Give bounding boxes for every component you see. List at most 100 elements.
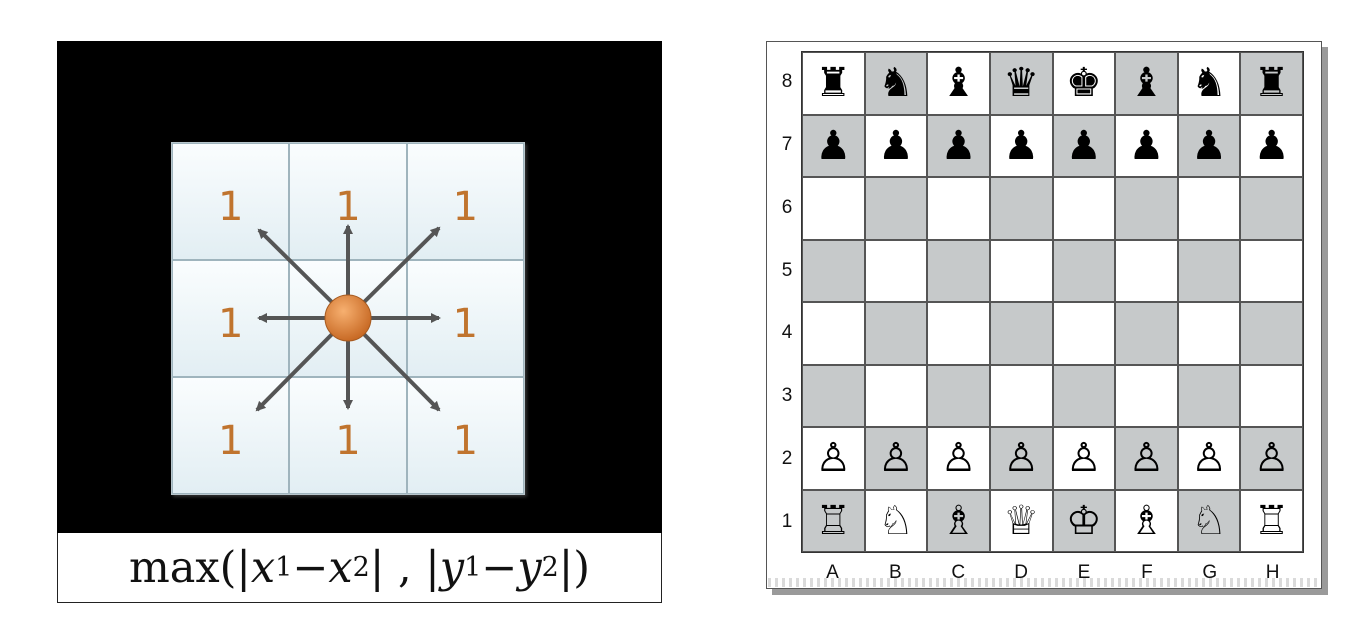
- square-e2[interactable]: ♙: [1052, 427, 1116, 490]
- square-f1[interactable]: ♗: [1115, 489, 1178, 552]
- square-a2[interactable]: ♙: [802, 427, 865, 490]
- square-a4[interactable]: [802, 302, 865, 365]
- chess-piece[interactable]: ♟: [1065, 122, 1102, 169]
- chess-piece[interactable]: ♟: [1253, 122, 1290, 169]
- square-b5[interactable]: [864, 239, 928, 302]
- chess-piece[interactable]: ♚: [1065, 60, 1102, 107]
- square-h1[interactable]: ♖: [1240, 489, 1303, 552]
- square-e4[interactable]: [1052, 302, 1116, 365]
- square-g4[interactable]: [1177, 302, 1241, 365]
- chess-piece[interactable]: ♙: [815, 435, 852, 482]
- chess-piece[interactable]: ♟: [1003, 122, 1040, 169]
- square-g7[interactable]: ♟: [1177, 114, 1241, 177]
- square-c6[interactable]: [927, 177, 990, 240]
- square-d3[interactable]: [989, 364, 1053, 427]
- square-b7[interactable]: ♟: [864, 114, 928, 177]
- square-g1[interactable]: ♘: [1177, 489, 1241, 552]
- chess-piece[interactable]: ♝: [940, 60, 977, 107]
- square-h8[interactable]: ♜: [1240, 52, 1303, 115]
- chess-piece[interactable]: ♜: [1253, 60, 1290, 107]
- square-c1[interactable]: ♗: [927, 489, 990, 552]
- chess-piece[interactable]: ♞: [878, 60, 914, 107]
- square-f8[interactable]: ♝: [1115, 52, 1178, 115]
- square-d6[interactable]: [989, 177, 1053, 240]
- chess-piece[interactable]: ♙: [1191, 435, 1227, 482]
- square-g6[interactable]: [1177, 177, 1241, 240]
- chess-piece[interactable]: ♜: [815, 60, 852, 107]
- square-g5[interactable]: [1177, 239, 1241, 302]
- square-d8[interactable]: ♛: [989, 52, 1053, 115]
- square-b8[interactable]: ♞: [864, 52, 928, 115]
- square-a6[interactable]: [802, 177, 865, 240]
- square-d2[interactable]: ♙: [989, 427, 1053, 490]
- square-b6[interactable]: [864, 177, 928, 240]
- chess-piece[interactable]: ♗: [1128, 497, 1165, 544]
- file-label: A: [826, 562, 839, 583]
- chess-piece[interactable]: ♗: [940, 497, 977, 544]
- square-c8[interactable]: ♝: [927, 52, 990, 115]
- square-g8[interactable]: ♞: [1177, 52, 1241, 115]
- square-g3[interactable]: [1177, 364, 1241, 427]
- chess-piece[interactable]: ♟: [815, 122, 852, 169]
- chess-piece[interactable]: ♘: [878, 497, 914, 544]
- chess-piece[interactable]: ♖: [815, 497, 852, 544]
- square-h7[interactable]: ♟: [1240, 114, 1303, 177]
- chess-piece[interactable]: ♞: [1191, 60, 1227, 107]
- square-a5[interactable]: [802, 239, 865, 302]
- chess-piece[interactable]: ♟: [1128, 122, 1165, 169]
- chess-piece[interactable]: ♘: [1191, 497, 1227, 544]
- grid-cell: 1: [406, 143, 524, 260]
- chess-piece[interactable]: ♝: [1128, 60, 1165, 107]
- square-b4[interactable]: [864, 302, 928, 365]
- square-d7[interactable]: ♟: [989, 114, 1053, 177]
- square-a3[interactable]: [802, 364, 865, 427]
- square-f4[interactable]: [1115, 302, 1178, 365]
- chess-piece[interactable]: ♟: [878, 122, 914, 169]
- square-a8[interactable]: ♜: [802, 52, 865, 115]
- chess-piece[interactable]: ♙: [1253, 435, 1290, 482]
- square-h3[interactable]: [1240, 364, 1303, 427]
- chess-piece[interactable]: ♖: [1253, 497, 1290, 544]
- square-f3[interactable]: [1115, 364, 1178, 427]
- chess-piece[interactable]: ♙: [1128, 435, 1165, 482]
- distance-value: 1: [217, 184, 244, 230]
- chess-piece[interactable]: ♟: [1191, 122, 1227, 169]
- square-f6[interactable]: [1115, 177, 1178, 240]
- square-c7[interactable]: ♟: [927, 114, 990, 177]
- square-b1[interactable]: ♘: [864, 489, 928, 552]
- square-d5[interactable]: [989, 239, 1053, 302]
- square-f2[interactable]: ♙: [1115, 427, 1178, 490]
- square-c3[interactable]: [927, 364, 990, 427]
- square-h2[interactable]: ♙: [1240, 427, 1303, 490]
- square-e8[interactable]: ♚: [1052, 52, 1116, 115]
- square-e6[interactable]: [1052, 177, 1116, 240]
- square-c5[interactable]: [927, 239, 990, 302]
- chess-piece[interactable]: ♟: [940, 122, 977, 169]
- square-e3[interactable]: [1052, 364, 1116, 427]
- square-e7[interactable]: ♟: [1052, 114, 1116, 177]
- chess-piece[interactable]: ♙: [1003, 435, 1040, 482]
- square-d4[interactable]: [989, 302, 1053, 365]
- square-c4[interactable]: [927, 302, 990, 365]
- square-d1[interactable]: ♕: [989, 489, 1053, 552]
- square-b2[interactable]: ♙: [864, 427, 928, 490]
- square-e1[interactable]: ♔: [1052, 489, 1116, 552]
- square-h5[interactable]: [1240, 239, 1303, 302]
- chess-piece[interactable]: ♛: [1003, 60, 1040, 107]
- square-b3[interactable]: [864, 364, 928, 427]
- square-f5[interactable]: [1115, 239, 1178, 302]
- square-g2[interactable]: ♙: [1177, 427, 1241, 490]
- chess-piece[interactable]: ♙: [1065, 435, 1102, 482]
- chess-piece[interactable]: ♙: [878, 435, 914, 482]
- square-f7[interactable]: ♟: [1115, 114, 1178, 177]
- chess-piece[interactable]: ♙: [940, 435, 977, 482]
- chess-piece[interactable]: ♔: [1065, 497, 1102, 544]
- square-a1[interactable]: ♖: [802, 489, 865, 552]
- chess-piece[interactable]: ♕: [1003, 497, 1040, 544]
- square-h6[interactable]: [1240, 177, 1303, 240]
- square-c2[interactable]: ♙: [927, 427, 990, 490]
- square-a7[interactable]: ♟: [802, 114, 865, 177]
- square-e5[interactable]: [1052, 239, 1116, 302]
- square-h4[interactable]: [1240, 302, 1303, 365]
